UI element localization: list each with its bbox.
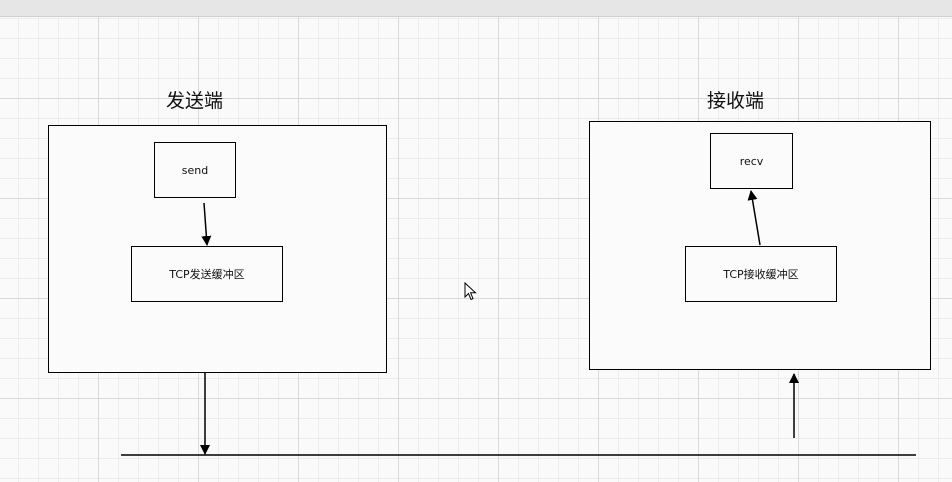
mouse-pointer-icon [464,282,477,301]
sender-title: 发送端 [166,90,224,112]
recv-function-box[interactable]: recv [710,133,793,189]
send-function-box[interactable]: send [154,142,236,198]
window-top-strip [0,0,952,17]
send-to-buffer-arrow [201,202,212,246]
receiver-title: 接收端 [707,90,765,112]
tcp-recv-buffer-box[interactable]: TCP接收缓冲区 [685,246,837,302]
buffer-to-recv-arrow [747,190,761,246]
tcp-send-buffer-box[interactable]: TCP发送缓冲区 [131,246,283,302]
